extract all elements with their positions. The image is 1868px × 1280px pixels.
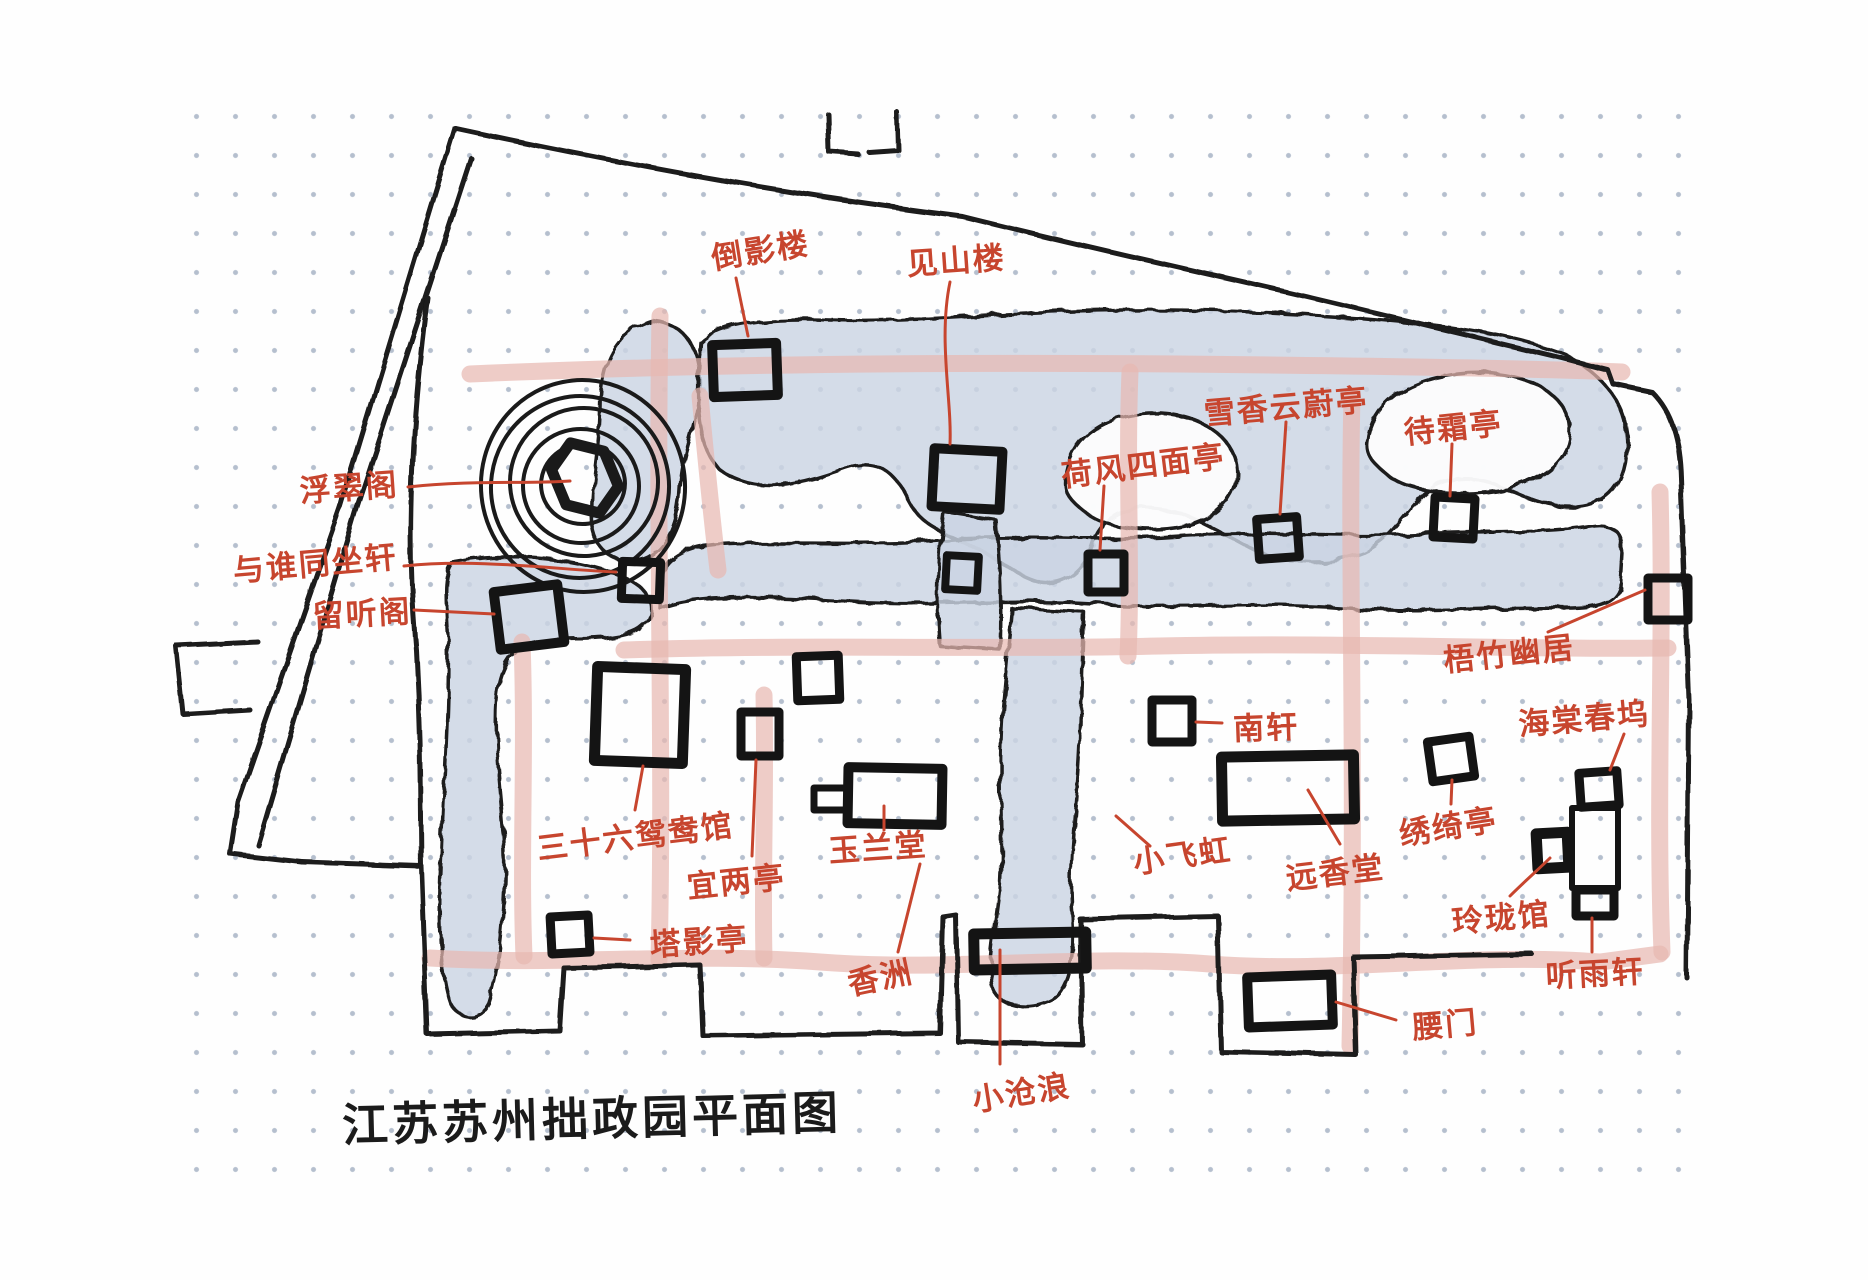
leader-xiuqiting bbox=[1449, 778, 1454, 806]
leader-yushuitongzuoxuan bbox=[402, 561, 618, 574]
boundary-left-notch bbox=[173, 639, 261, 717]
label-yaomen: 腰门 bbox=[1410, 1004, 1480, 1047]
label-jianshanlou: 见山楼 bbox=[905, 240, 1007, 283]
path-west-vertical bbox=[650, 307, 670, 969]
water-canal bbox=[658, 523, 1624, 613]
north-gate-marks bbox=[825, 109, 901, 157]
leader-xiangzhou bbox=[896, 862, 922, 954]
building-xiaocanglang bbox=[968, 926, 1092, 976]
leader-yiliangting bbox=[750, 758, 758, 858]
small-pavilion-structure bbox=[791, 650, 845, 706]
leader-xuexiangyunweiting bbox=[1278, 420, 1288, 516]
path-south-horizontal bbox=[421, 945, 1669, 976]
building-yushuitongzuoxuan bbox=[616, 556, 666, 605]
buildings bbox=[488, 337, 1693, 1033]
label-linglongguan: 玲珑馆 bbox=[1450, 896, 1553, 941]
leader-haitangchunwu bbox=[1608, 732, 1626, 772]
building-tingyuxuan-hall bbox=[1569, 805, 1621, 891]
label-yulantang: 玉兰堂 bbox=[827, 827, 929, 870]
label-tayingting: 塔影亭 bbox=[648, 921, 750, 964]
label-nanxuan: 南轩 bbox=[1232, 709, 1300, 748]
boundary-top-right bbox=[452, 125, 1692, 981]
building-yaomen bbox=[1242, 969, 1338, 1033]
path-lake-west-shore bbox=[691, 387, 727, 579]
label-fucuige: 浮翠阁 bbox=[298, 467, 400, 510]
path-center-vertical bbox=[1341, 387, 1361, 1055]
leader-linglongguan bbox=[1508, 856, 1552, 898]
building-fucuige-hexagon bbox=[546, 437, 624, 519]
label-leader-lines bbox=[402, 276, 1647, 1066]
building-yulantang bbox=[842, 762, 948, 830]
path-middle-horizontal bbox=[615, 636, 1677, 659]
path-north-horizontal bbox=[461, 354, 1631, 383]
label-tingyuxuan: 听雨轩 bbox=[1544, 953, 1646, 996]
leader-nanxuan bbox=[1194, 720, 1224, 725]
leader-fucuige bbox=[406, 479, 572, 489]
contour-ring bbox=[508, 406, 660, 558]
building-daishuangting bbox=[1428, 492, 1480, 544]
boundary-left-outer bbox=[227, 125, 458, 865]
leader-yuanxiangtang bbox=[1306, 788, 1342, 846]
island-east bbox=[1365, 371, 1573, 495]
water-bodies bbox=[438, 308, 1629, 1019]
boundary-left-inner bbox=[255, 155, 474, 848]
label-liutingge: 留听阁 bbox=[311, 593, 413, 636]
building-liutingge bbox=[488, 579, 570, 655]
building-yiliangting bbox=[736, 707, 784, 761]
leader-daishuangting bbox=[1448, 442, 1454, 498]
contour-ring bbox=[521, 426, 641, 546]
boundary-west-wall bbox=[299, 295, 431, 869]
building-tingyuxuan bbox=[1571, 885, 1619, 921]
path-yiliangting-vertical bbox=[754, 686, 774, 967]
leader-liutingge bbox=[412, 608, 496, 616]
water-central-arm bbox=[989, 606, 1086, 1009]
small-bridge-structure bbox=[941, 551, 983, 595]
contour-ring bbox=[488, 394, 672, 580]
building-yuanyangguan bbox=[588, 660, 692, 770]
path-west-inner-vertical bbox=[513, 633, 533, 965]
building-jianshanlou bbox=[926, 443, 1008, 515]
leader-wuzhuyouju bbox=[1546, 588, 1647, 634]
leader-daoyinglou bbox=[734, 276, 750, 338]
building-yulantang-annex bbox=[810, 784, 852, 814]
building-yuanxiangtang bbox=[1215, 749, 1361, 827]
path-east-vertical bbox=[1651, 483, 1671, 961]
garden-boundary bbox=[173, 109, 1692, 1058]
leader-tayingting bbox=[592, 936, 632, 942]
building-tayingting bbox=[545, 910, 595, 959]
building-nanxuan bbox=[1147, 695, 1197, 747]
building-xuexiangyunweiting bbox=[1252, 512, 1304, 564]
leader-yaomen bbox=[1334, 1000, 1398, 1022]
map-title: 江苏苏州拙政园平面图 bbox=[341, 1085, 843, 1153]
leader-yuanyangguan bbox=[633, 764, 645, 812]
water-west-pond bbox=[438, 555, 653, 1019]
building-hefengsimianting bbox=[1083, 549, 1129, 597]
contour-ring bbox=[478, 378, 688, 594]
path-hefeng-bridge-vertical bbox=[1119, 363, 1139, 665]
boundary-bottom-steps bbox=[418, 863, 1535, 1058]
leader-xiaofeihong bbox=[1114, 814, 1152, 848]
building-linglongguan bbox=[1530, 826, 1575, 875]
building-wuzhuyouju bbox=[1643, 573, 1693, 625]
building-daoyinglou bbox=[707, 337, 783, 403]
garden-paths bbox=[421, 307, 1677, 1055]
building-xiuqiting bbox=[1422, 731, 1480, 787]
building-haitangchunwu bbox=[1574, 766, 1624, 812]
leader-jianshanlou bbox=[943, 280, 952, 446]
hill-contours bbox=[478, 378, 688, 594]
leader-hefengsimianting bbox=[1098, 484, 1106, 552]
